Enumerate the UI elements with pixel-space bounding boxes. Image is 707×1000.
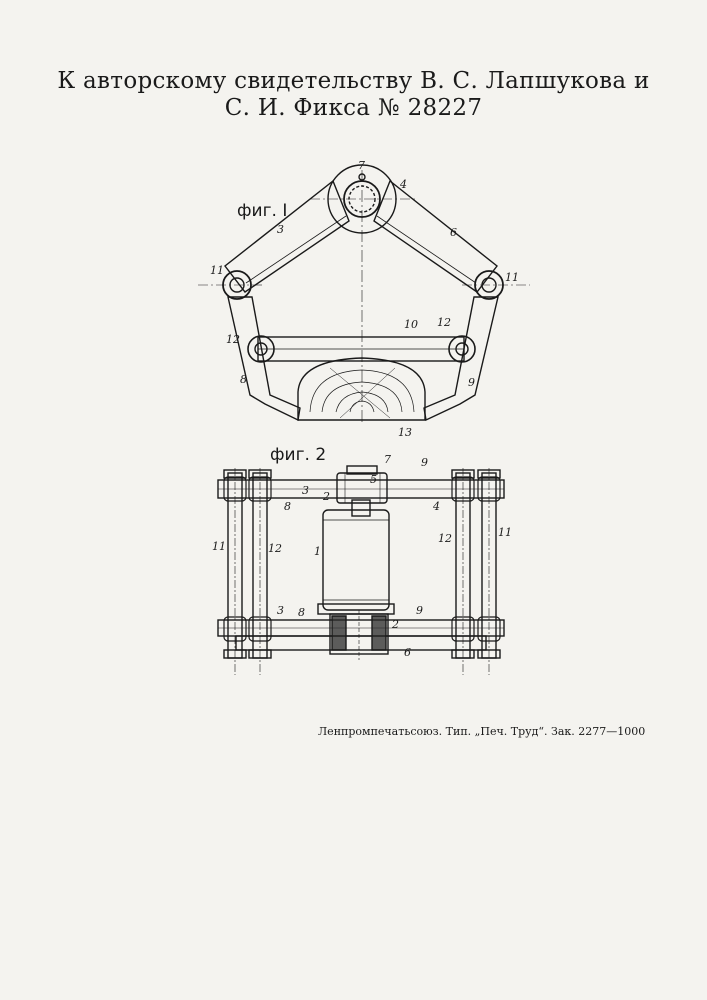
imprint-line: Ленпромпечатьсоюз. Тип. „Печ. Труд“. Зак…: [318, 725, 698, 738]
fig1-log-13: [298, 358, 425, 420]
fig2-bottom-hub: [330, 610, 388, 660]
fig1-part-13: 13: [398, 426, 412, 439]
fig2-part-9-bottom: 9: [416, 604, 423, 617]
fig2-rod-12-left: [249, 468, 271, 675]
fig2-part-11-left: 11: [212, 540, 226, 553]
fig1-part-8: 8: [240, 373, 247, 386]
fig2-rod-11-right: [478, 468, 500, 675]
fig1-arm-3: [225, 181, 349, 292]
fig2-part-12-left: 12: [268, 542, 282, 555]
fig2-part-1: 1: [314, 545, 321, 558]
fig2-part-8-bottom: 8: [298, 606, 305, 619]
fig2-part-2-bottom: 2: [391, 618, 399, 631]
fig2-part-9-top: 9: [421, 456, 428, 469]
fig2-roller-1: [318, 510, 394, 614]
fig1-part-4: 4: [399, 178, 407, 191]
fig2-label: фиг. 2: [270, 445, 326, 465]
fig1-part-9: 9: [468, 376, 475, 389]
fig1-part-11-left: 11: [210, 264, 224, 277]
fig1-part-11-right: 11: [505, 271, 519, 284]
fig1-part-7: 7: [358, 159, 365, 172]
fig1-part-10: 10: [404, 318, 418, 331]
fig2-part-11-right: 11: [498, 526, 512, 539]
fig1-jaw-8: [228, 297, 300, 420]
fig1-part-12-right: 12: [437, 316, 451, 329]
fig2-part-4: 4: [432, 500, 440, 513]
fig2-part-12-right: 12: [438, 532, 452, 545]
fig2-part-3-top: 3: [302, 484, 309, 497]
fig2-part-6: 6: [404, 646, 411, 659]
fig2-rod-11-left: [224, 468, 246, 675]
fig1-jaw-9: [424, 297, 498, 420]
fig1-part-12-left: 12: [226, 333, 240, 346]
fig2-part-3-bottom: 3: [277, 604, 284, 617]
fig1-part-6: 6: [450, 226, 457, 239]
figure-2: [218, 466, 504, 675]
fig2-part-2-top: 2: [322, 490, 330, 503]
fig1-part-3: 3: [277, 223, 284, 236]
fig2-rod-12-right: [452, 468, 474, 675]
fig2-part-8-top: 8: [284, 500, 291, 513]
fig1-label: фиг. I: [237, 201, 287, 221]
fig2-part-5: 5: [370, 473, 377, 486]
fig2-nuts: [224, 477, 500, 641]
fig2-part-7: 7: [384, 453, 391, 466]
